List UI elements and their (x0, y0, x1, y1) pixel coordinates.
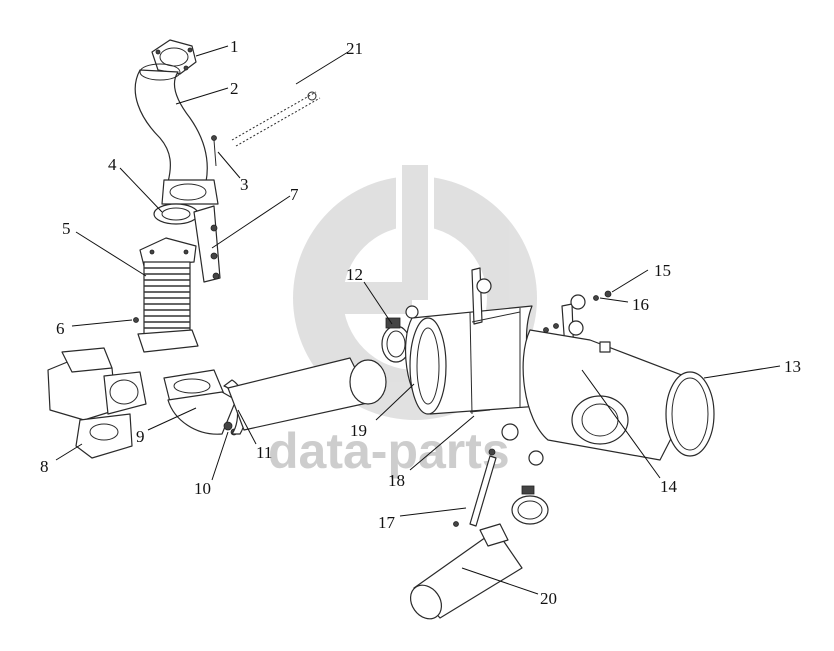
callout-12: 12 (346, 265, 363, 284)
part-6-nut (133, 317, 139, 323)
part-7-bracket (193, 205, 221, 283)
long-inlet-pipe (227, 357, 387, 431)
part-13-outlet-ring (665, 371, 715, 457)
callout-13: 13 (784, 357, 801, 376)
callout-4: 4 (108, 155, 117, 174)
callout-8: 8 (40, 457, 49, 476)
watermark-text: data-parts (268, 423, 510, 479)
callout-15: 15 (654, 261, 671, 280)
callout-18: 18 (388, 471, 405, 490)
callout-16: 16 (632, 295, 649, 314)
callout-21: 21 (346, 39, 363, 58)
callout-14: 14 (660, 477, 678, 496)
callout-labels: 1 2 3 4 5 6 7 8 9 10 11 12 13 14 15 16 1… (40, 37, 801, 608)
part-14-scr-body (522, 329, 701, 461)
part-9-elbow-pipe (163, 369, 237, 435)
callout-11: 11 (256, 443, 272, 462)
callout-5: 5 (62, 219, 71, 238)
callout-19: 19 (350, 421, 367, 440)
part-1-flange (151, 39, 197, 75)
callout-9: 9 (136, 427, 145, 446)
callout-6: 6 (56, 319, 65, 338)
callout-1: 1 (230, 37, 239, 56)
callout-2: 2 (230, 79, 239, 98)
part-17-support-rod (453, 448, 497, 527)
part-2-curved-pipe (134, 63, 219, 205)
part-15-fitting (604, 290, 612, 298)
part-8-elbow-housing (47, 347, 147, 459)
part-20-tailpipe (409, 523, 523, 620)
callout-3: 3 (240, 175, 249, 194)
part-3-bolt (211, 135, 217, 167)
callout-7: 7 (290, 185, 299, 204)
callout-17: 17 (378, 513, 396, 532)
part-5-bellows (137, 237, 199, 353)
dpf-sensor-ports (405, 278, 611, 466)
leader-lines (55, 45, 781, 595)
part-16-fitting (568, 294, 599, 336)
callout-20: 20 (540, 589, 557, 608)
callout-10: 10 (194, 479, 211, 498)
tailpipe-clamp (511, 485, 549, 525)
part-4-gasket (153, 203, 199, 225)
part-21-rod (231, 91, 321, 147)
